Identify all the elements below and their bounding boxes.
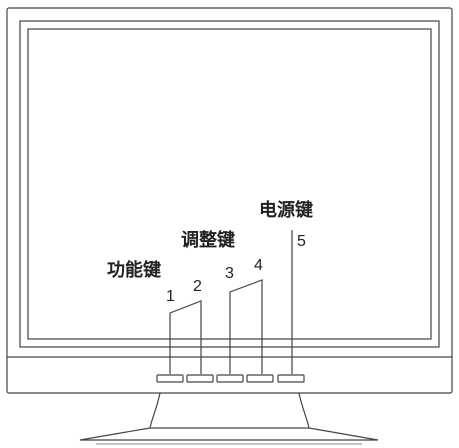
label-adjust-key: 调整键	[181, 229, 235, 251]
number-label-4: 4	[254, 257, 263, 274]
button-3[interactable]	[216, 374, 244, 383]
monitor-stand	[79, 392, 379, 445]
leader-lines	[169, 230, 293, 374]
button-2[interactable]	[186, 374, 214, 383]
number-label-5: 5	[297, 233, 306, 250]
number-label-2: 2	[193, 278, 202, 295]
label-function-key: 功能键	[107, 259, 161, 281]
front-button-row	[156, 374, 305, 383]
leader-line-1	[169, 300, 202, 374]
number-label-1: 1	[166, 288, 175, 305]
button-4[interactable]	[246, 374, 274, 383]
leader-line-3	[229, 279, 263, 374]
button-1[interactable]	[156, 374, 184, 383]
number-label-3: 3	[225, 265, 234, 282]
label-power-key: 电源键	[259, 199, 313, 221]
button-5[interactable]	[277, 374, 305, 383]
